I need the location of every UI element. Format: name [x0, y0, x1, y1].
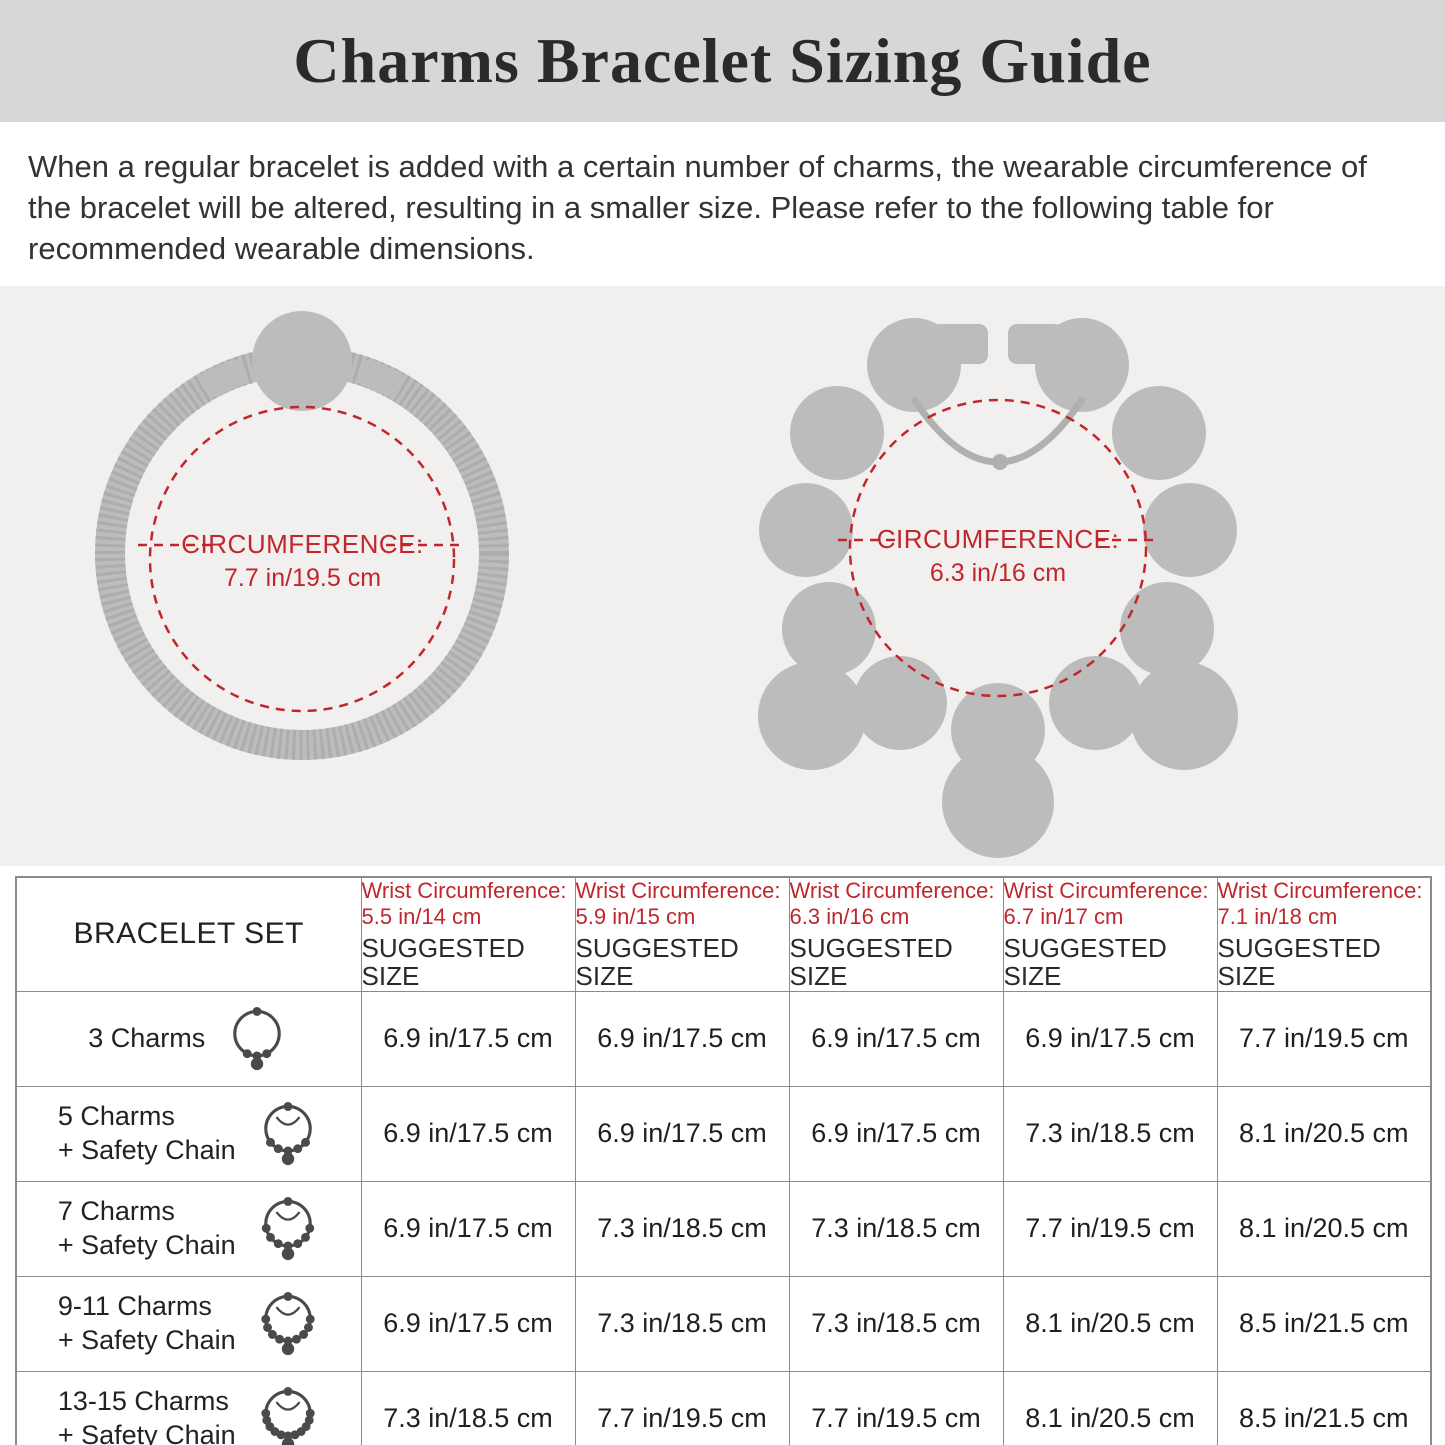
row-header: 13-15 Charms + Safety Chain [15, 1370, 362, 1445]
bracelet-set-icon [256, 1383, 320, 1445]
wrist-circumference-value: 7.1 in/18 cm [1217, 903, 1338, 929]
suggested-size-label: SUGGESTED SIZE [575, 932, 739, 992]
table-cell: 8.5 in/21.5 cm [1216, 1370, 1432, 1445]
row-label: 3 Charms [88, 1022, 206, 1053]
wrist-circumference-label: Wrist Circumference: [361, 877, 567, 903]
table-cell: 8.1 in/20.5 cm [1216, 1085, 1432, 1182]
row-label: 9-11 Charms + Safety Chain [57, 1291, 236, 1355]
row-label: 13-15 Charms + Safety Chain [57, 1386, 236, 1445]
col-header-5: Wrist Circumference: 7.1 in/18 cm SUGGES… [1216, 876, 1432, 992]
wrist-circumference-label: Wrist Circumference: [1217, 877, 1423, 903]
table-cell: 7.7 in/19.5 cm [1002, 1180, 1218, 1277]
col-header-2: Wrist Circumference: 5.9 in/15 cm SUGGES… [574, 876, 790, 992]
table-row-7-charms: 7 Charms + Safety Chain 6.9 in/17.5 cm 7… [15, 1180, 1432, 1277]
table-cell: 7.3 in/18.5 cm [1002, 1085, 1218, 1182]
row-header: 5 Charms + Safety Chain [15, 1085, 362, 1182]
bracelet-set-icon [256, 1098, 320, 1170]
bracelet-set-icon [225, 1003, 289, 1075]
wrist-circumference-value: 6.3 in/16 cm [789, 903, 910, 929]
table-cell: 7.3 in/18.5 cm [574, 1180, 790, 1277]
table-cell: 7.3 in/18.5 cm [788, 1275, 1004, 1372]
table-cell: 7.7 in/19.5 cm [788, 1370, 1004, 1445]
table-row-9-11-charms: 9-11 Charms + Safety Chain 6.9 in/17.5 c… [15, 1275, 1432, 1372]
wrist-circumference-value: 5.5 in/14 cm [361, 903, 482, 929]
table-cell: 6.9 in/17.5 cm [360, 1180, 576, 1277]
table-cell: 6.9 in/17.5 cm [360, 1085, 576, 1182]
table-cell: 8.1 in/20.5 cm [1002, 1275, 1218, 1372]
row-label: 7 Charms + Safety Chain [57, 1196, 236, 1260]
table-cell: 6.9 in/17.5 cm [788, 990, 1004, 1087]
wrist-circumference-label: Wrist Circumference: [1003, 877, 1209, 903]
table-cell: 8.1 in/20.5 cm [1002, 1370, 1218, 1445]
title-band: Charms Bracelet Sizing Guide [0, 0, 1445, 122]
bracelet-set-icon [256, 1288, 320, 1360]
diagram-section: CIRCUMFERENCE: 7.7 in/19.5 cm [0, 285, 1445, 866]
table-row-3-charms: 3 Charms 6.9 in/17.5 cm 6.9 in/17.5 cm 6… [15, 990, 1432, 1087]
table-cell: 7.7 in/19.5 cm [1216, 990, 1432, 1087]
table-row-13-15-charms: 13-15 Charms + Safety Chain 7.3 in/18.5 … [15, 1370, 1432, 1445]
page-title: Charms Bracelet Sizing Guide [293, 25, 1152, 96]
col-header-3: Wrist Circumference: 6.3 in/16 cm SUGGES… [788, 876, 1004, 992]
suggested-size-label: SUGGESTED SIZE [1217, 932, 1381, 992]
sizing-table: BRACELET SET Wrist Circumference: 5.5 in… [15, 875, 1432, 1445]
table-cell: 8.1 in/20.5 cm [1216, 1180, 1432, 1277]
col-header-4: Wrist Circumference: 6.7 in/17 cm SUGGES… [1002, 876, 1218, 992]
row-header: 9-11 Charms + Safety Chain [15, 1275, 362, 1372]
row-header: 3 Charms [15, 990, 362, 1087]
table-row-5-charms: 5 Charms + Safety Chain 6.9 in/17.5 cm 6… [15, 1085, 1432, 1182]
table-cell: 7.3 in/18.5 cm [360, 1370, 576, 1445]
suggested-size-label: SUGGESTED SIZE [361, 932, 525, 992]
bracelet-set-header: BRACELET SET [15, 876, 362, 992]
wrist-circumference-value: 5.9 in/15 cm [575, 903, 696, 929]
intro-paragraph: When a regular bracelet is added with a … [28, 149, 1367, 267]
table-cell: 8.5 in/21.5 cm [1216, 1275, 1432, 1372]
table-cell: 6.9 in/17.5 cm [1002, 990, 1218, 1087]
wrist-circumference-label: Wrist Circumference: [789, 877, 995, 903]
table-cell: 7.3 in/18.5 cm [788, 1180, 1004, 1277]
plain-bracelet-illustration [95, 310, 509, 760]
plain-bracelet-diagram: CIRCUMFERENCE: 7.7 in/19.5 cm [80, 301, 525, 771]
table-cell: 7.7 in/19.5 cm [574, 1370, 790, 1445]
row-header: 7 Charms + Safety Chain [15, 1180, 362, 1277]
table-cell: 7.3 in/18.5 cm [574, 1275, 790, 1372]
table-cell: 6.9 in/17.5 cm [788, 1085, 1004, 1182]
charm-bracelet-illustration [758, 317, 1238, 858]
suggested-size-label: SUGGESTED SIZE [789, 932, 953, 992]
row-label: 5 Charms + Safety Chain [57, 1101, 236, 1165]
table-cell: 6.9 in/17.5 cm [574, 1085, 790, 1182]
table-cell: 6.9 in/17.5 cm [360, 1275, 576, 1372]
table-header-row: BRACELET SET Wrist Circumference: 5.5 in… [15, 876, 1432, 992]
bracelet-set-icon [256, 1193, 320, 1265]
col-header-1: Wrist Circumference: 5.5 in/14 cm SUGGES… [360, 876, 576, 992]
suggested-size-label: SUGGESTED SIZE [1003, 932, 1167, 992]
wrist-circumference-label: Wrist Circumference: [575, 877, 781, 903]
table-cell: 6.9 in/17.5 cm [360, 990, 576, 1087]
charm-bracelet-diagram: CIRCUMFERENCE: 6.3 in/16 cm [728, 286, 1268, 864]
wrist-circumference-value: 6.7 in/17 cm [1003, 903, 1124, 929]
table-cell: 6.9 in/17.5 cm [574, 990, 790, 1087]
